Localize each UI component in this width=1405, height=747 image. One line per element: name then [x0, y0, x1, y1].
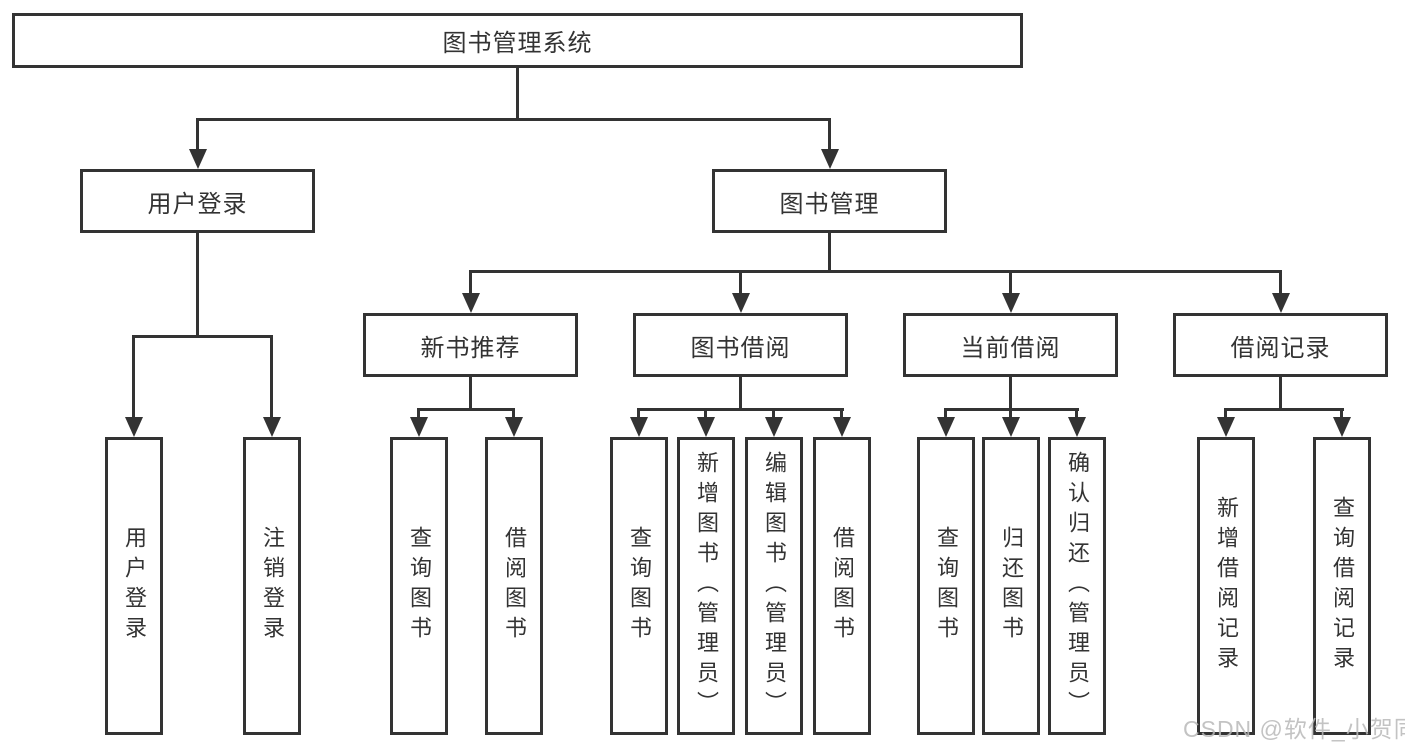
- arrow-down-icon: [1333, 417, 1351, 437]
- arrow-down-icon: [937, 417, 955, 437]
- node-current-borrowing: 当前借阅: [903, 313, 1118, 377]
- arrow-down-icon: [462, 293, 480, 313]
- leaf-return-books: 归还图书: [982, 437, 1040, 735]
- arrow-down-icon: [1002, 293, 1020, 313]
- connector-to-leaf: [1224, 408, 1227, 421]
- arrow-down-icon: [1217, 417, 1235, 437]
- connector-to-user-login: [196, 118, 199, 152]
- watermark-text: CSDN @软件_小贺同学: [1183, 716, 1405, 742]
- connector-to-group: [1009, 270, 1012, 297]
- connector-to-leaf: [637, 408, 640, 421]
- connector-login-stem: [196, 231, 199, 335]
- connector-management-branch: [469, 270, 1282, 273]
- leaf-user-login: 用户登录: [105, 437, 163, 735]
- node-new-book-recommendation: 新书推荐: [363, 313, 578, 377]
- leaf-query-borrow-record: 查询借阅记录: [1313, 437, 1371, 735]
- arrow-down-icon: [697, 417, 715, 437]
- connector-to-leaf: [132, 335, 135, 419]
- connector-to-leaf: [944, 408, 947, 421]
- connector-to-leaf: [1340, 408, 1343, 421]
- leaf-query-books: 查询图书: [610, 437, 668, 735]
- arrow-down-icon: [1272, 293, 1290, 313]
- connector-to-leaf: [1075, 408, 1078, 421]
- node-book-borrowing: 图书借阅: [633, 313, 848, 377]
- arrow-down-icon: [630, 417, 648, 437]
- arrow-down-icon: [821, 149, 839, 169]
- connector-to-group: [1279, 270, 1282, 297]
- leaf-edit-book-admin: 编辑图书（管理员）: [745, 437, 803, 735]
- connector-group-stem: [469, 375, 472, 410]
- connector-group-stem: [1009, 375, 1012, 410]
- leaf-borrow-books: 借阅图书: [813, 437, 871, 735]
- arrow-down-icon: [410, 417, 428, 437]
- connector-root-branch: [196, 118, 831, 121]
- arrow-down-icon: [732, 293, 750, 313]
- leaf-borrow-books: 借阅图书: [485, 437, 543, 735]
- connector-root-stem: [516, 66, 519, 118]
- connector-management-stem: [828, 231, 831, 272]
- connector-to-group: [739, 270, 742, 297]
- connector-to-book-management: [828, 118, 831, 152]
- connector-to-leaf: [512, 408, 515, 421]
- connector-group-branch: [417, 408, 515, 411]
- connector-group-stem: [739, 375, 742, 410]
- connector-to-leaf: [704, 408, 707, 421]
- arrow-down-icon: [125, 417, 143, 437]
- leaf-query-books: 查询图书: [390, 437, 448, 735]
- connector-to-leaf: [1009, 408, 1012, 421]
- leaf-confirm-return-admin: 确认归还（管理员）: [1048, 437, 1106, 735]
- connector-to-leaf: [840, 408, 843, 421]
- arrow-down-icon: [833, 417, 851, 437]
- connector-group-stem: [1279, 375, 1282, 410]
- connector-to-leaf: [772, 408, 775, 421]
- connector-login-branch: [132, 335, 273, 338]
- connector-to-leaf: [417, 408, 420, 421]
- leaf-query-books: 查询图书: [917, 437, 975, 735]
- arrow-down-icon: [505, 417, 523, 437]
- arrow-down-icon: [189, 149, 207, 169]
- connector-group-branch: [637, 408, 844, 411]
- arrow-down-icon: [263, 417, 281, 437]
- arrow-down-icon: [1002, 417, 1020, 437]
- node-borrowing-records: 借阅记录: [1173, 313, 1388, 377]
- node-user-login: 用户登录: [80, 169, 315, 233]
- connector-to-group: [469, 270, 472, 297]
- connector-to-leaf: [270, 335, 273, 419]
- node-book-management: 图书管理: [712, 169, 947, 233]
- leaf-add-book-admin: 新增图书（管理员）: [677, 437, 735, 735]
- arrow-down-icon: [1068, 417, 1086, 437]
- node-library-system: 图书管理系统: [12, 13, 1023, 68]
- leaf-add-borrow-record: 新增借阅记录: [1197, 437, 1255, 735]
- arrow-down-icon: [765, 417, 783, 437]
- connector-group-branch: [1224, 408, 1344, 411]
- leaf-logout: 注销登录: [243, 437, 301, 735]
